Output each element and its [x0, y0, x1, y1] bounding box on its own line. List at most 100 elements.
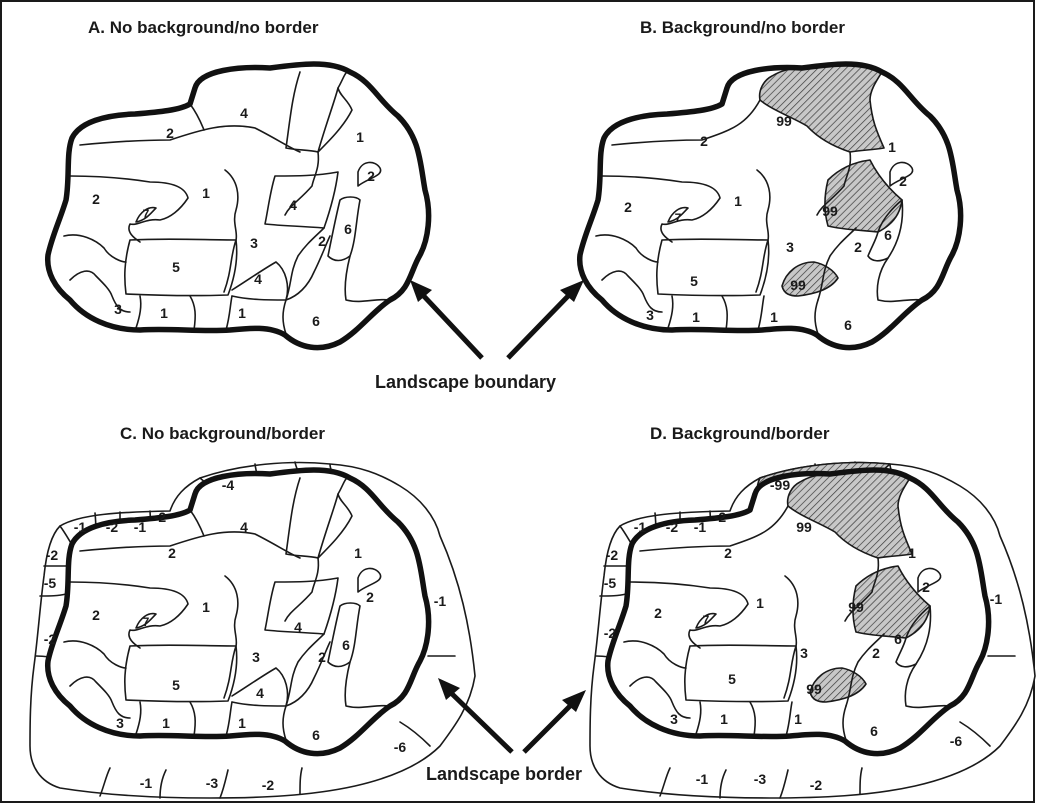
patch-label: 6 [844, 317, 852, 333]
panel-d-map: 99 2 1 2 99 2 7 1 3 2 6 5 99 3 1 1 6 -99… [590, 462, 1035, 798]
border-label: -3 [206, 775, 219, 791]
border-label: -1 [990, 591, 1003, 607]
border-label: -5 [604, 575, 617, 591]
panel-c-title: C. No background/border [120, 424, 325, 443]
patch-label: 2 [899, 173, 907, 189]
border-label: -2 [604, 625, 617, 641]
panel-b-map: 99 2 1 2 99 2 7 1 3 2 6 5 99 3 1 1 6 [580, 64, 961, 348]
border-label: -2 [714, 509, 727, 525]
patch-label: 6 [312, 313, 320, 329]
border-label: -2 [106, 519, 119, 535]
patch-label: 1 [770, 309, 778, 325]
patch-label: 99 [806, 681, 822, 697]
patch-label: 6 [894, 631, 902, 647]
patch-label: 2 [318, 233, 326, 249]
patch-label: 5 [690, 273, 698, 289]
patch-label: 1 [202, 599, 210, 615]
patch-label: 6 [342, 637, 350, 653]
panel-a-map: 4 2 1 2 2 7 1 4 3 2 6 5 4 3 1 1 6 [48, 64, 429, 348]
patch-label: 7 [675, 211, 682, 225]
landscape-boundary-caption: Landscape boundary [375, 372, 556, 392]
border-label: -1 [140, 775, 153, 791]
border-label: -3 [754, 771, 767, 787]
patch-label: 4 [289, 197, 297, 213]
patch-label: 1 [720, 711, 728, 727]
border-label: -1 [634, 519, 647, 535]
border-label: -1 [694, 519, 707, 535]
patch-label: 2 [366, 589, 374, 605]
border-label: -2 [606, 547, 619, 563]
patch-label: 2 [700, 133, 708, 149]
border-label: -2 [46, 547, 59, 563]
patch-label: 1 [354, 545, 362, 561]
border-label: -1 [434, 593, 447, 609]
patch-label: 1 [238, 305, 246, 321]
border-label: -99 [770, 477, 790, 493]
border-label: -6 [394, 739, 407, 755]
patch-label: 1 [356, 129, 364, 145]
patch-label: 1 [908, 545, 916, 561]
patch-label: 3 [116, 715, 124, 731]
patch-label: 7 [143, 615, 150, 629]
patch-label: 7 [703, 613, 710, 627]
patch-label: 2 [654, 605, 662, 621]
border-label: -6 [950, 733, 963, 749]
arrow-right-line [524, 702, 574, 752]
patch-label: 4 [240, 105, 248, 121]
border-label: -4 [222, 477, 235, 493]
border-label: -1 [74, 519, 87, 535]
border-label: -2 [262, 777, 275, 793]
patch-label: 99 [796, 519, 812, 535]
border-label: -5 [44, 575, 57, 591]
boundary-arrows [410, 280, 584, 358]
patch-label: 2 [724, 545, 732, 561]
patch-label: 3 [250, 235, 258, 251]
patch-label: 2 [854, 239, 862, 255]
patch-label: 6 [884, 227, 892, 243]
border-label: -1 [134, 519, 147, 535]
patch-label: 1 [692, 309, 700, 325]
patch-label: 5 [172, 677, 180, 693]
border-label: -1 [696, 771, 709, 787]
patch-label: 6 [870, 723, 878, 739]
patch-label: 99 [848, 599, 864, 615]
arrow-left-line [420, 292, 482, 358]
patch-label: 4 [294, 619, 302, 635]
patch-label: 2 [318, 649, 326, 665]
border-label: -2 [44, 631, 57, 647]
patch-label: 3 [646, 307, 654, 323]
patch-label: 7 [143, 207, 150, 221]
patch-label: 2 [92, 191, 100, 207]
patch-label: 1 [756, 595, 764, 611]
patch-label: 5 [172, 259, 180, 275]
patch-label: 1 [794, 711, 802, 727]
patch-label: 2 [367, 168, 375, 184]
panel-a-title: A. No background/no border [88, 18, 319, 37]
patch-label: 2 [166, 125, 174, 141]
panel-a-labels: 4 2 1 2 2 7 1 4 3 2 6 5 4 3 1 1 6 [92, 105, 375, 329]
arrow-right-line [508, 292, 572, 358]
patch-label: 2 [168, 545, 176, 561]
patch-label: 1 [238, 715, 246, 731]
border-label: -2 [810, 777, 823, 793]
patch-label: 3 [252, 649, 260, 665]
patch-label: 3 [800, 645, 808, 661]
patch-label: 1 [160, 305, 168, 321]
patch-label: 6 [344, 221, 352, 237]
patch-label: 99 [790, 277, 806, 293]
patch-label: 3 [114, 301, 122, 317]
patch-label: 99 [822, 203, 838, 219]
patch-label: 99 [776, 113, 792, 129]
border-label: -2 [154, 509, 167, 525]
patch-label: 1 [888, 139, 896, 155]
panel-c-map: 4 2 1 2 2 7 1 4 3 2 6 5 4 3 1 1 6 -4 -1 … [30, 462, 475, 798]
patch-label: 2 [922, 579, 930, 595]
panel-b-title: B. Background/no border [640, 18, 845, 37]
patch-label: 4 [256, 685, 264, 701]
patch-label: 3 [786, 239, 794, 255]
landscape-border-caption: Landscape border [426, 764, 582, 784]
panel-d-title: D. Background/border [650, 424, 830, 443]
patch-label: 1 [734, 193, 742, 209]
patch-label: 4 [254, 271, 262, 287]
